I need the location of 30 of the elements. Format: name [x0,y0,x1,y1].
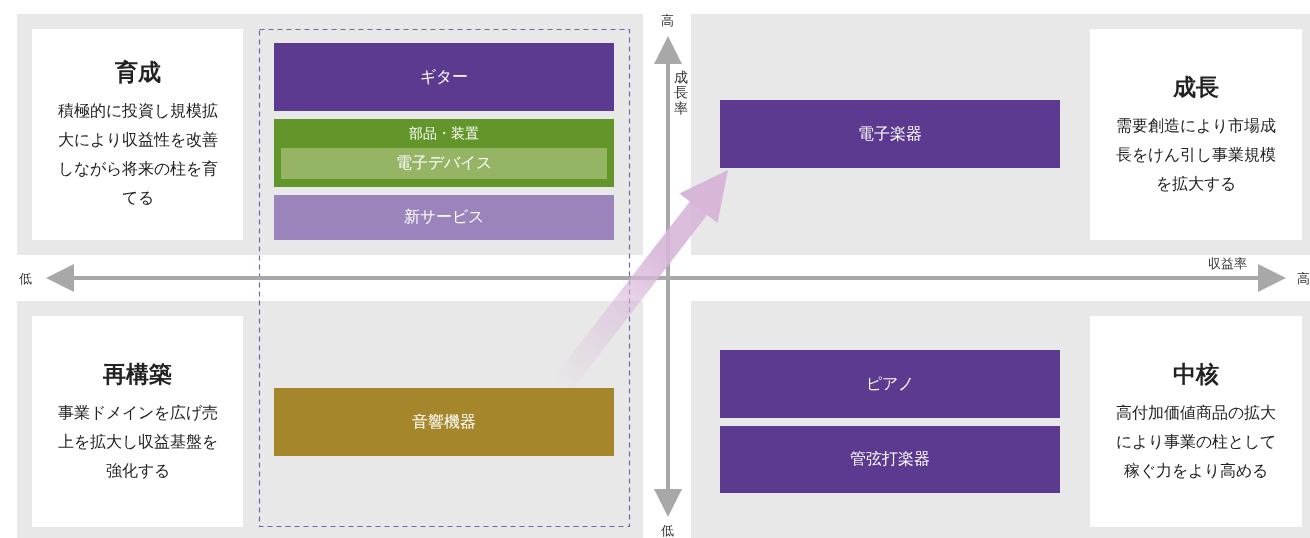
quadrant-title: 再構築 [103,359,172,389]
segment-box [281,148,607,179]
segment-label: ギター [420,66,468,88]
segment-box [274,195,614,240]
axis-label: 収益率 [1208,255,1247,273]
segment-label: 電子楽器 [858,123,922,145]
segment-group-box [274,119,614,187]
axis-label: 高 [1297,270,1310,288]
axis-label: 低 [661,522,674,538]
segment-label: 音響機器 [412,411,476,433]
quadrant-title: 成長 [1173,72,1219,102]
segment-box [720,426,1060,493]
segment-box [720,100,1060,168]
axis-label: 低 [19,270,32,288]
segment-box [274,43,614,111]
quadrant-description: 高付加価値商品の拡大により事業の柱として稼ぐ力をより高める [1115,401,1277,482]
quadrant-description: 積極的に投資し規模拡大により収益性を改善しながら将来の柱を育てる [56,100,219,209]
segment-label: ピアノ [866,373,914,395]
axis-label: 成長率 [674,70,688,117]
quadrant-title: 育成 [114,58,161,87]
quadrant-description: 事業ドメインを広げ売上を拡大し収益基盤を強化する [56,401,219,482]
quadrant-title: 中核 [1173,359,1219,389]
segment-label: 部品・装置 [409,125,479,143]
segment-box [274,388,614,456]
segment-label: 電子デバイス [396,153,492,174]
segment-label: 新サービス [404,207,484,228]
segment-label: 管弦打楽器 [850,449,930,470]
axis-label: 高 [661,12,674,30]
quadrant-description: 需要創造により市場成長をけん引し事業規模を拡大する [1115,114,1277,195]
segment-box [720,350,1060,418]
